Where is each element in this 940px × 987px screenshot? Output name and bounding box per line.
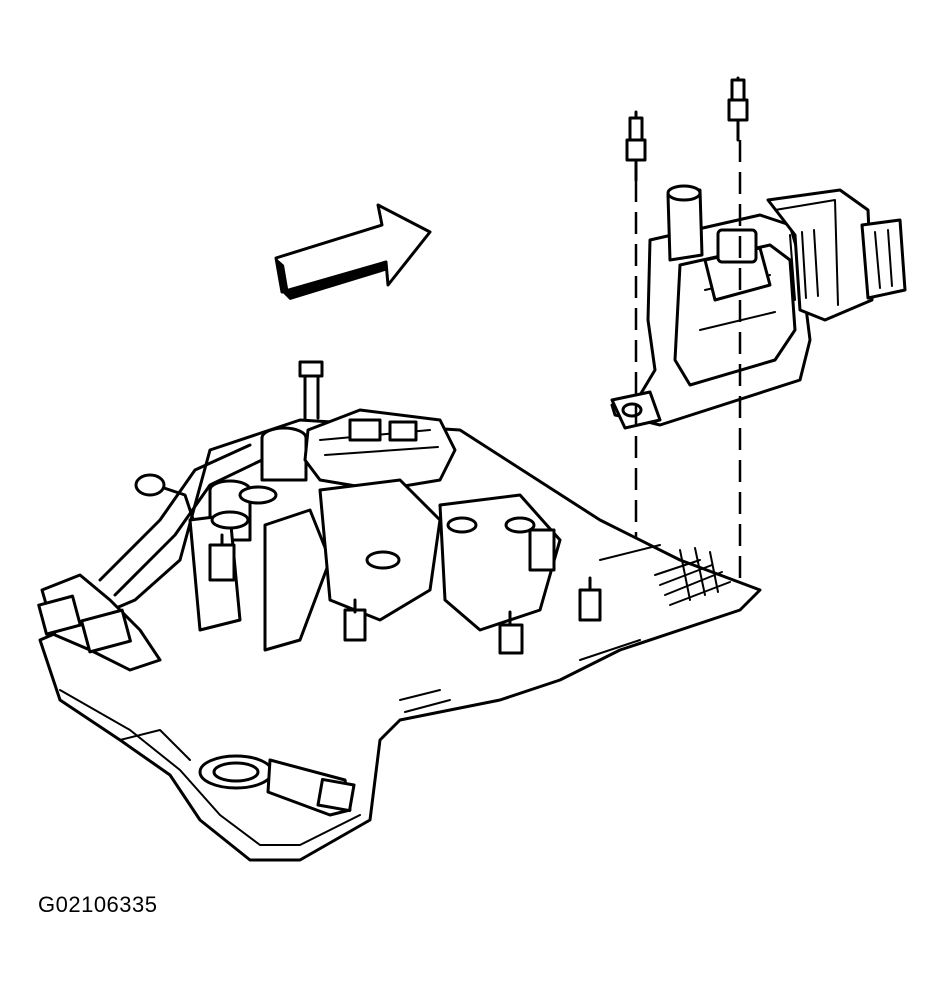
coil-bolt-left bbox=[625, 110, 647, 182]
ignition-coil-module bbox=[610, 184, 907, 430]
intake-manifold bbox=[37, 360, 762, 862]
coil-bolt-right bbox=[727, 76, 749, 142]
direction-arrow bbox=[274, 203, 432, 300]
alignment-lines bbox=[634, 140, 742, 640]
figure-id-label: G02106335 bbox=[38, 892, 158, 917]
